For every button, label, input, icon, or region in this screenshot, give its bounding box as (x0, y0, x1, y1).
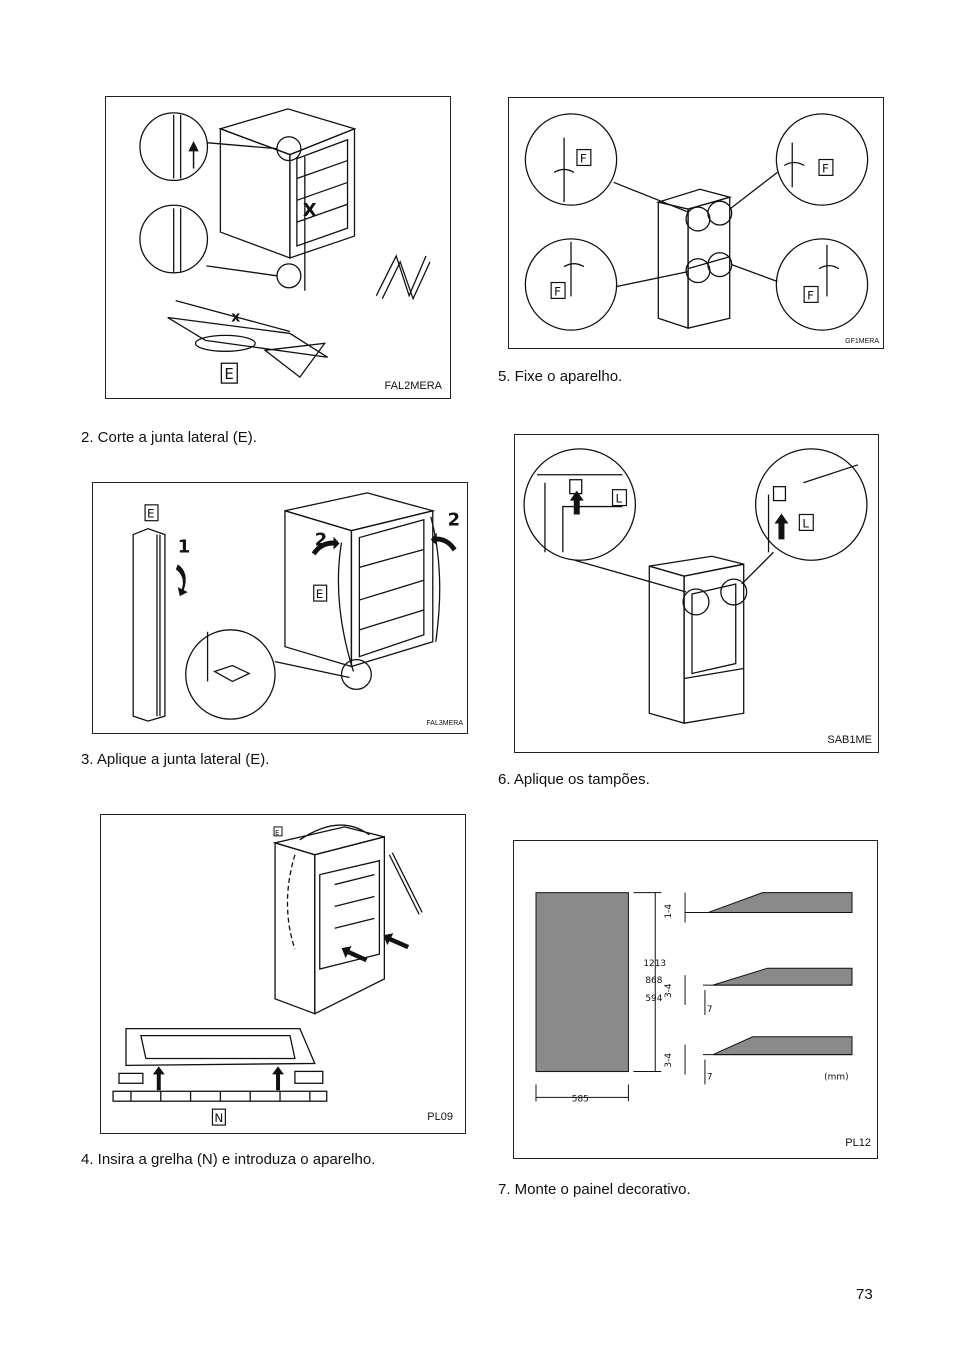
caption-step-6: 6. Aplique os tampões. (498, 771, 650, 788)
label-n: N (214, 1111, 223, 1125)
figure-cut-side-seal: X x E FAL2MERA (105, 96, 451, 399)
figure-apply-side-seal: E E 1 2 2 FAL3MERA (92, 482, 468, 734)
figure-fix-appliance: F F F F GF1MERA (508, 97, 884, 349)
figure-code: SAB1ME (827, 734, 872, 746)
label-x: X (303, 200, 317, 221)
illustration-insert-grille: N E (112, 824, 423, 1126)
dim-594: 594 (645, 994, 662, 1004)
label-x-dim: x (231, 310, 240, 326)
label-step-1: 1 (178, 536, 190, 557)
label-step-2a: 2 (315, 530, 327, 551)
figure-code: GF1MERA (845, 338, 879, 345)
label-e: E (224, 365, 233, 383)
label-l1: L (616, 492, 623, 506)
caption-step-2: 2. Corte a junta lateral (E). (81, 429, 257, 446)
dim-1213: 1213 (643, 959, 666, 969)
dim-585: 585 (572, 1094, 589, 1104)
illustration-apply-caps: L L (523, 448, 868, 725)
dim-gap-3: 3-4 (664, 1053, 674, 1068)
figure-insert-grille: N E PL09 (100, 814, 466, 1134)
caption-step-3: 3. Aplique a junta lateral (E). (81, 751, 270, 768)
caption-step-4: 4. Insira a grelha (N) e introduza o apa… (81, 1151, 376, 1168)
label-e-mid: E (316, 587, 324, 601)
label-e-top: E (147, 507, 155, 521)
label-f2: F (822, 161, 829, 175)
figure-code: FAL2MERA (384, 380, 442, 392)
figure-decor-panel-dimensions: 1213 868 594 585 1-4 3-4 3-4 7 7 (mm) PL… (513, 840, 878, 1159)
figure-code: PL09 (427, 1111, 453, 1123)
dim-step-2: 7 (707, 1072, 713, 1082)
illustration-apply-seal: E E 1 2 2 (132, 492, 460, 722)
label-e: E (275, 829, 279, 837)
illustration-cut-seal: X x E (139, 108, 431, 384)
label-f4: F (807, 288, 814, 302)
caption-step-5: 5. Fixe o aparelho. (498, 368, 623, 385)
dim-gap-1: 1-4 (664, 904, 674, 919)
caption-step-7: 7. Monte o painel decorativo. (498, 1181, 691, 1198)
dim-gap-2: 3-4 (664, 983, 674, 998)
illustration-decor-panel: 1213 868 594 585 1-4 3-4 3-4 7 7 (mm) (535, 892, 853, 1104)
illustration-fix-appliance: F F F F (524, 113, 869, 331)
label-f1: F (580, 151, 587, 165)
figure-code: FAL3MERA (426, 720, 463, 727)
figure-code: PL12 (845, 1137, 871, 1149)
label-step-2b: 2 (448, 510, 460, 531)
figure-apply-caps: L L SAB1ME (514, 434, 879, 753)
dim-step-1: 7 (707, 1005, 713, 1015)
dim-868: 868 (645, 976, 662, 986)
label-l2: L (802, 516, 809, 530)
dim-unit: (mm) (824, 1072, 848, 1082)
page-number: 73 (856, 1286, 873, 1303)
label-f3: F (554, 284, 561, 298)
